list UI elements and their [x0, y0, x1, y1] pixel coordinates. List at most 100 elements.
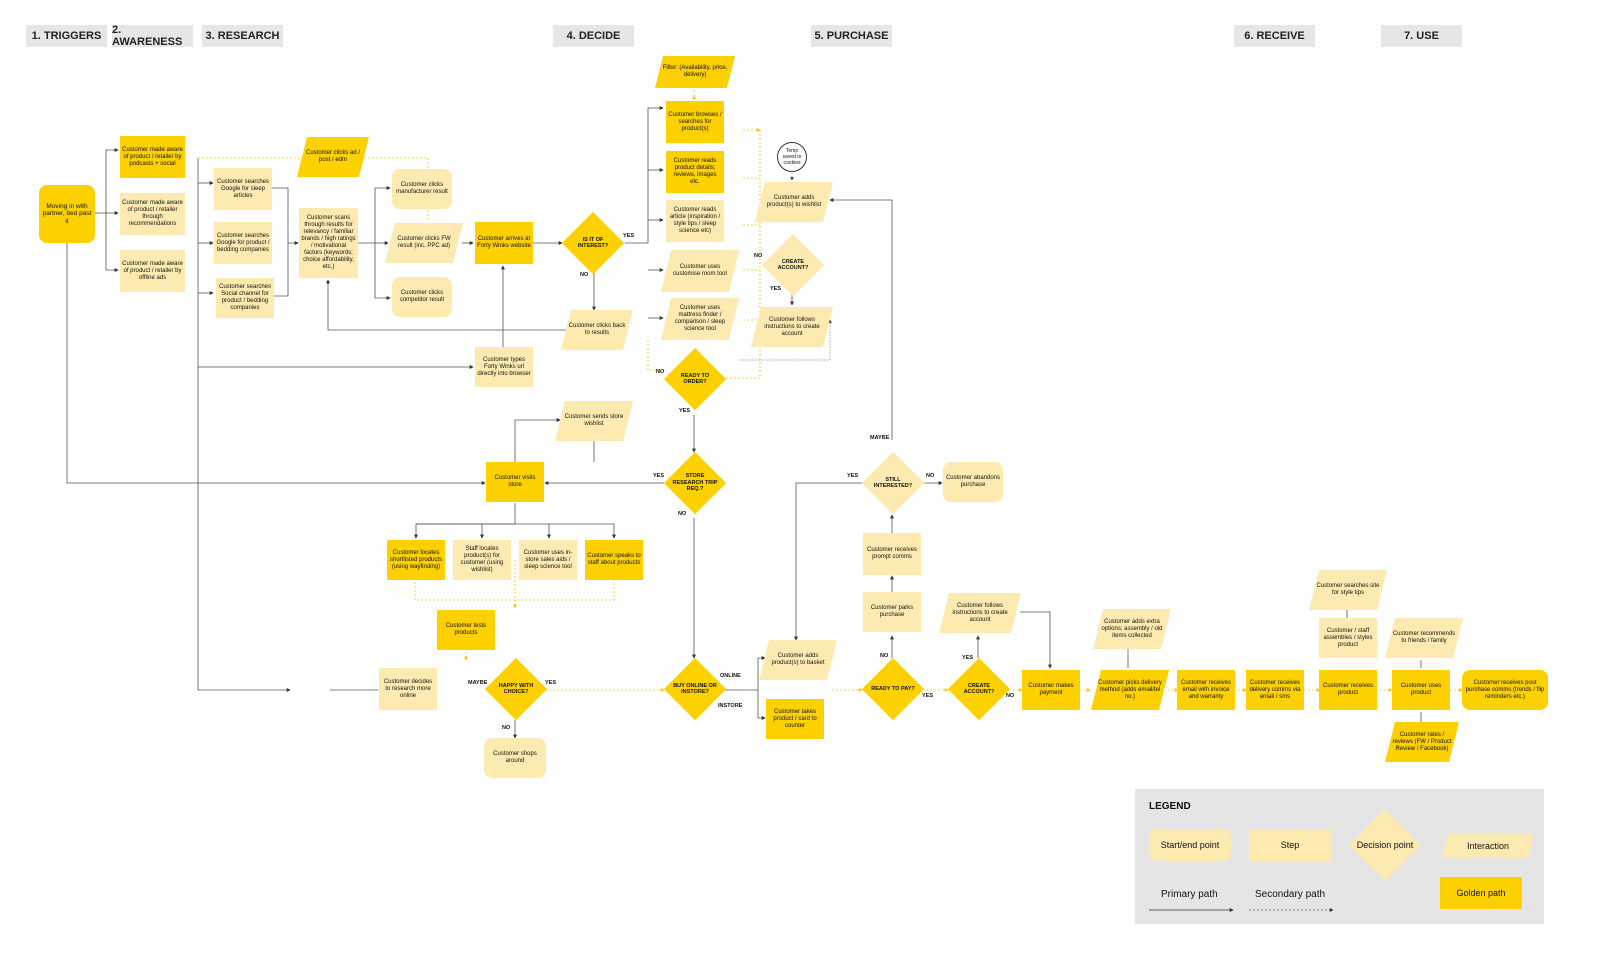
node-decides-research: Customer decides to research more online	[379, 668, 437, 710]
label-yes: YES	[962, 655, 974, 661]
node-staff-locates: Staff locates product(s) for customer (u…	[453, 540, 511, 580]
golden-paths	[198, 90, 1463, 692]
node-takes-counter: Customer takes product / card to counter	[766, 699, 824, 739]
node-adds-extra: Customer adds extra options; assembly / …	[1098, 609, 1166, 649]
node-filter: Filter: (Availability, price, delivery)	[659, 56, 731, 88]
node-reads-article: Customer reads article (inspiration / st…	[666, 200, 724, 242]
node-receives-product: Customer receives product	[1319, 670, 1377, 710]
node-create-account-1: CREATE ACCOUNT?	[762, 234, 824, 296]
legend-step: Step	[1249, 829, 1331, 861]
node-search-sleep-articles: Customer searches Google for sleep artic…	[214, 168, 272, 210]
stage-purchase: 5. PURCHASE	[811, 25, 892, 47]
node-happy-choice: HAPPY WITH CHOICE?	[485, 658, 547, 720]
label-maybe: MAYBE	[870, 435, 890, 441]
label-yes: YES	[847, 473, 859, 479]
label-no: NO	[754, 253, 763, 259]
node-search-social: Customer searches Social channel for pro…	[216, 278, 274, 318]
node-sends-wishlist: Customer sends store wishlist	[560, 401, 628, 441]
node-adds-basket: Customer adds product(s) to basket	[764, 640, 832, 680]
secondary-paths	[740, 170, 832, 361]
node-adds-wishlist: Customer adds product(s) to wishlist	[760, 182, 828, 222]
node-post-comms: Customer receives post purchase comms (t…	[1462, 670, 1548, 710]
stage-triggers: 1. TRIGGERS	[26, 25, 107, 47]
legend-decision: Decision point	[1349, 809, 1421, 881]
legend-interaction: Interaction	[1445, 834, 1531, 858]
label-no: NO	[926, 473, 935, 479]
node-prompt-comms: Customer receives prompt comms	[863, 533, 921, 575]
legend-path-samples	[1149, 908, 1334, 912]
node-customise-tool: Customer uses customise room tool	[666, 250, 734, 292]
node-clicks-back: Customer clicks back to results	[566, 310, 628, 350]
legend-primary-label: Primary path	[1161, 889, 1218, 900]
node-email-invoice: Customer receives email with invoice and…	[1177, 670, 1235, 710]
node-abandons: Customer abandons purchase	[943, 462, 1003, 502]
label-online: ONLINE	[720, 673, 741, 679]
node-temp-cookies: Temp saved to cookies	[777, 142, 807, 172]
label-no: NO	[678, 511, 687, 517]
legend: LEGEND Start/end point Step Decision poi…	[1135, 789, 1544, 924]
node-follows-create-1: Customer follows instructions to create …	[756, 307, 828, 347]
label-no: NO	[880, 653, 889, 659]
node-delivery-comms: Customer receives delivery comms via ema…	[1246, 670, 1304, 710]
label-yes: YES	[770, 286, 782, 292]
label-instore: INSTORE	[718, 703, 743, 709]
node-store-research: STORE RESEARCH TRIP REQ.?	[664, 452, 726, 514]
stage-use: 7. USE	[1381, 25, 1462, 47]
node-reads-details: Customer reads product details; reviews,…	[666, 151, 724, 193]
label-no: NO	[656, 369, 665, 375]
node-arrives-fw: Customer arrives at Forty Winks website	[475, 222, 533, 264]
node-clicks-fw: Customer clicks FW result (inc. PPC ad)	[390, 223, 458, 263]
node-clicks-manufacturer: Customer clicks manufacturer result	[392, 169, 452, 209]
legend-start-end: Start/end point	[1149, 829, 1231, 861]
label-yes: YES	[545, 680, 557, 686]
stage-research: 3. RESEARCH	[202, 25, 283, 47]
label-yes: YES	[623, 233, 635, 239]
node-ready-order: READY TO ORDER?	[664, 348, 726, 410]
stage-awareness: 2. AWARENESS	[112, 24, 193, 48]
legend-title: LEGEND	[1149, 801, 1191, 812]
node-create-account-2: CREATE ACCOUNT?	[948, 658, 1010, 720]
node-rates: Customer rates / reviews (FW / Product R…	[1390, 722, 1454, 762]
node-locates-shortlisted: Customer locates shortlisted products (u…	[387, 540, 445, 580]
node-parks-purchase: Customer parks purchase	[863, 592, 921, 632]
node-instore-aids: Customer uses in-store sales aids / slee…	[519, 540, 577, 580]
node-types-url: Customer types Forty Winks url directly …	[475, 347, 533, 387]
label-maybe: MAYBE	[468, 680, 488, 686]
node-picks-delivery: Customer picks delivery method (adds ema…	[1096, 670, 1164, 710]
label-no: NO	[580, 272, 589, 278]
stage-receive: 6. RECEIVE	[1234, 25, 1315, 47]
primary-paths	[66, 106, 1422, 739]
node-buy-online: BUY ONLINE OR INSTORE?	[664, 658, 726, 720]
node-mattress-finder: Customer uses mattress finder / comparis…	[666, 298, 734, 340]
node-recommends: Customer recommends to friends / family	[1390, 618, 1458, 658]
node-aware-recommendations: Customer made aware of product / retaile…	[120, 193, 185, 235]
label-no: NO	[1006, 693, 1015, 699]
node-moving-in: Moving in with partner, bed past it	[39, 185, 95, 243]
node-clicks-ad: Customer clicks ad / post / edm	[302, 137, 364, 177]
node-speaks-staff: Customer speaks to staff about products	[585, 540, 643, 580]
node-ready-pay: READY TO PAY?	[862, 658, 924, 720]
legend-golden: Golden path	[1440, 877, 1522, 909]
node-aware-podcasts: Customer made aware of product / retaile…	[120, 136, 185, 178]
node-follows-create-2: Customer follows instructions to create …	[944, 593, 1016, 633]
label-yes: YES	[679, 408, 691, 414]
node-search-bedding: Customer searches Google for product / b…	[214, 222, 272, 264]
label-no: NO	[502, 725, 511, 731]
node-aware-offline: Customer made aware of product / retaile…	[120, 250, 185, 292]
node-assembles: Customer / staff assembles / styles prod…	[1319, 618, 1377, 658]
node-visits-store: Customer visits store	[486, 462, 544, 502]
node-browses: Customer browses / searches for product(…	[666, 101, 724, 143]
label-yes: YES	[653, 473, 665, 479]
node-makes-payment: Customer makes payment	[1022, 670, 1080, 710]
stage-decide: 4. DECIDE	[553, 25, 634, 47]
legend-secondary-label: Secondary path	[1255, 889, 1326, 900]
node-uses-product: Customer uses product	[1392, 670, 1450, 710]
node-still-interested: STILL INTERESTED?	[862, 452, 924, 514]
node-tests-products: Customer tests products	[437, 610, 495, 650]
node-clicks-competitor: Customer clicks competitor result	[392, 277, 452, 317]
node-search-style: Customer searches site for style tips	[1314, 570, 1382, 610]
node-is-interest: IS IT OF INTEREST?	[562, 212, 624, 274]
label-yes: YES	[922, 693, 934, 699]
node-shops-around: Customer shops around	[484, 738, 546, 778]
